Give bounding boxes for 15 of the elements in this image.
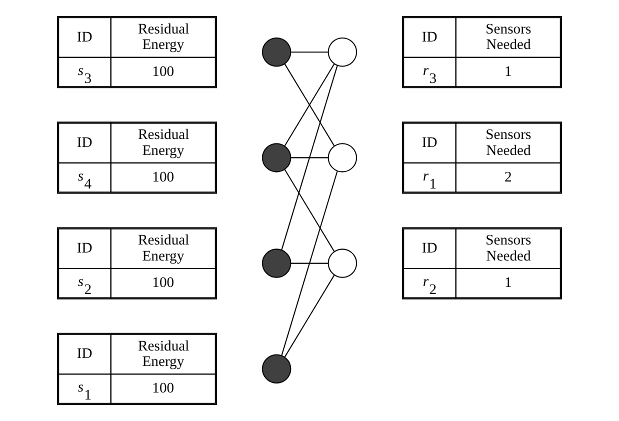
connector	[290, 157, 328, 158]
connector	[284, 274, 335, 358]
node-circle	[328, 248, 358, 278]
node-circle	[262, 37, 292, 67]
connector	[290, 52, 328, 53]
node-circle	[328, 143, 358, 172]
connector	[290, 262, 328, 264]
node-circle	[328, 37, 358, 67]
connector	[281, 170, 338, 356]
connector	[284, 64, 335, 146]
node-circle	[262, 354, 292, 384]
connector	[281, 65, 338, 250]
connector	[284, 169, 335, 252]
node-circle	[262, 143, 292, 172]
node-circle	[262, 248, 292, 278]
